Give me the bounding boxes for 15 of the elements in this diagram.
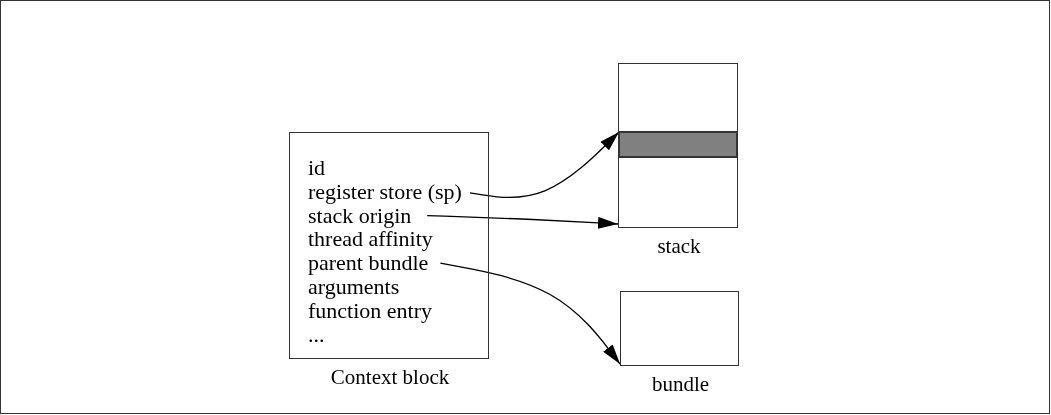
box-caption: bundle bbox=[650, 372, 711, 396]
field-text: id bbox=[308, 156, 326, 180]
field-text: function entry bbox=[308, 298, 433, 323]
field-text: arguments bbox=[308, 275, 400, 299]
box-caption: Context block bbox=[329, 365, 451, 389]
box-caption: stack bbox=[656, 234, 702, 258]
arrow bbox=[439, 262, 621, 365]
field-text: thread affinity bbox=[308, 227, 433, 252]
field-text: parent bundle bbox=[308, 251, 429, 276]
field-text: stack origin bbox=[308, 203, 412, 228]
field-text: register store (sp) bbox=[308, 179, 462, 204]
arrow bbox=[426, 214, 619, 229]
shaded-slot bbox=[618, 131, 738, 158]
arrow bbox=[469, 131, 620, 199]
field-text: ... bbox=[308, 322, 325, 347]
